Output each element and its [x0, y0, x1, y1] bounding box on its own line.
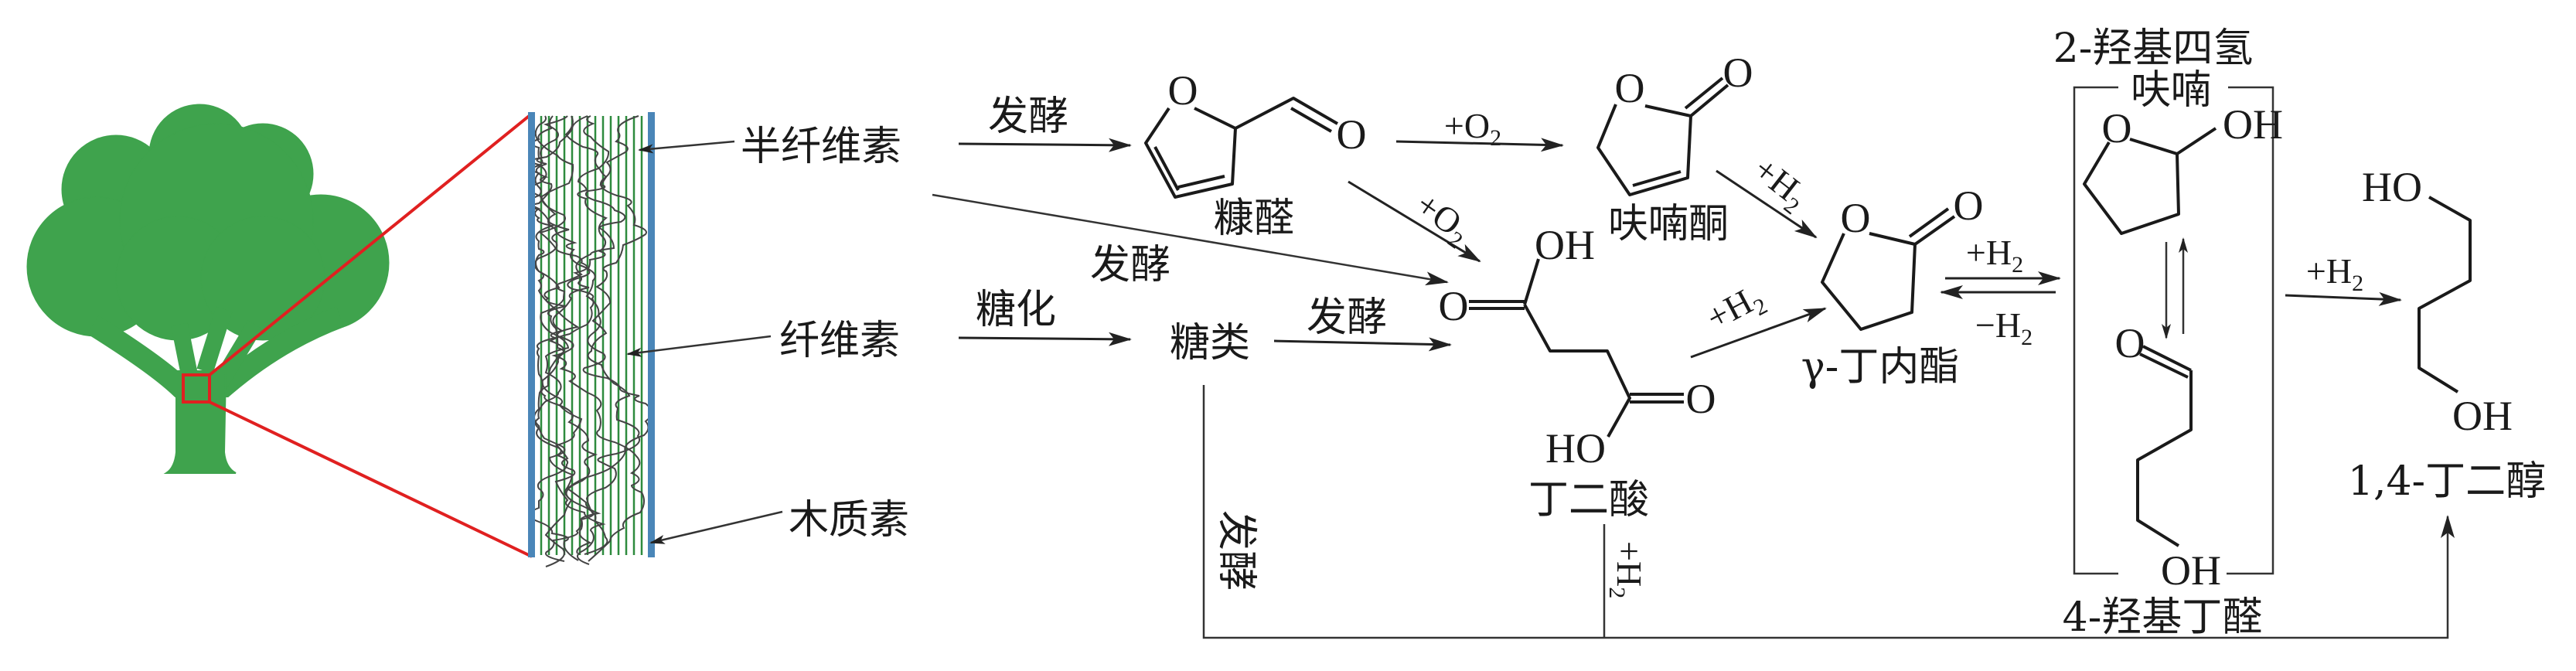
- label-succinic-acid: 丁二酸: [1528, 477, 1649, 523]
- arrow-oxidation-furanone: [1395, 138, 1564, 152]
- furfural-structure: O O: [1144, 67, 1367, 199]
- label-ferment-vertical: 发酵: [1213, 510, 1259, 591]
- label-hemicellulose: 半纤维素: [741, 124, 901, 170]
- polymer-chain: [534, 115, 626, 555]
- atom-o: O: [1439, 283, 1469, 329]
- atom-o: O: [2115, 320, 2145, 366]
- atom-o: O: [1841, 195, 1871, 241]
- wall-bar-left: [528, 112, 535, 557]
- label-hthf-line1: 2-羟基四氢: [2053, 26, 2254, 72]
- label-furfural: 糠醛: [1214, 196, 1294, 242]
- polymer-chain: [540, 115, 610, 567]
- atom-o: O: [1168, 67, 1198, 114]
- atom-ho: HO: [1545, 425, 1606, 472]
- label-bdo: 1,4-丁二醇: [2348, 458, 2546, 505]
- arrow-saccharify: [958, 332, 1132, 346]
- label-hba: 4-羟基丁醛: [2063, 594, 2263, 641]
- arrow-hydrogenation-succinic: [1690, 307, 1827, 359]
- label-ferment-direct: 发酵: [1090, 242, 1170, 288]
- reagent-plus-o2: +O2: [1444, 106, 1501, 151]
- arrow-hydrogenation-furanone: [1716, 169, 1818, 239]
- reagent-plus-o2: +O2: [1406, 184, 1478, 254]
- gbl-structure: O O: [1821, 182, 1984, 331]
- label-furanone: 呋喃酮: [1608, 201, 1729, 247]
- arrow-oxidation-succinic: [1348, 180, 1481, 263]
- zoom-line-top: [208, 112, 533, 376]
- arrow-hemicellulose: [638, 140, 735, 154]
- zoom-line-bottom: [209, 400, 533, 558]
- polymer-chain: [576, 115, 647, 554]
- polymer-chain: [531, 115, 653, 562]
- atom-o: O: [1337, 111, 1367, 158]
- reagent-plus-h2: +H2: [2306, 251, 2363, 296]
- arrow-cellulose: [626, 335, 772, 357]
- atom-ho: HO: [2362, 164, 2422, 210]
- label-ferment-furfural: 发酵: [988, 94, 1068, 140]
- atom-oh: OH: [2223, 101, 2283, 148]
- label-sugars: 糖类: [1170, 320, 1250, 366]
- arrow-ferment-succinic: [1273, 337, 1452, 352]
- reagent-plus-h2-vertical: +H2: [1604, 541, 1649, 598]
- lignin-hemicellulose-network: [529, 115, 653, 567]
- furanone-structure: O O: [1596, 49, 1753, 196]
- reagent-plus-h2: +H2: [1966, 233, 2023, 278]
- arrow-hemicellulose-succinic: [932, 193, 1449, 286]
- reagent-plus-h2: +H2: [1743, 149, 1816, 220]
- label-hthf-line2: 呋喃: [2131, 67, 2211, 114]
- polymer-chain: [529, 115, 590, 561]
- atom-o: O: [1615, 65, 1645, 111]
- label-lignin: 木质素: [789, 497, 909, 543]
- hydroxy-thf-structure: O OH: [2083, 101, 2283, 235]
- atom-o: O: [2102, 105, 2132, 152]
- bdo-structure: HO OH: [2362, 164, 2513, 439]
- label-gbl: γ-丁内酯: [1801, 344, 1960, 390]
- zoom-region-marker: [182, 373, 211, 404]
- intermediate-bracket: [2073, 86, 2274, 575]
- hydroxybutanal-structure: O OH: [2115, 320, 2222, 594]
- label-saccharify: 糖化: [976, 287, 1056, 333]
- cell-wall-illustration: [528, 112, 655, 567]
- wall-bar-right: [648, 112, 655, 557]
- atom-o: O: [1954, 182, 1984, 229]
- atom-o: O: [1723, 49, 1753, 96]
- succinic-acid-structure: OH O O HO: [1439, 222, 1716, 472]
- atom-o: O: [1686, 376, 1716, 422]
- reagent-minus-h2: −H2: [1975, 305, 2033, 350]
- tree-icon: [26, 104, 390, 474]
- arrow-ferment-furfural: [958, 138, 1132, 152]
- route-sugar-to-bdo: [1202, 385, 2455, 639]
- atom-oh: OH: [1535, 222, 1595, 268]
- arrow-lignin: [649, 510, 783, 544]
- label-cellulose: 纤维素: [779, 318, 900, 364]
- atom-oh: OH: [2161, 547, 2221, 594]
- atom-oh: OH: [2452, 393, 2513, 439]
- label-ferment-sugars: 发酵: [1307, 295, 1387, 341]
- arrow-hydrogenation-bdo: [2285, 291, 2402, 306]
